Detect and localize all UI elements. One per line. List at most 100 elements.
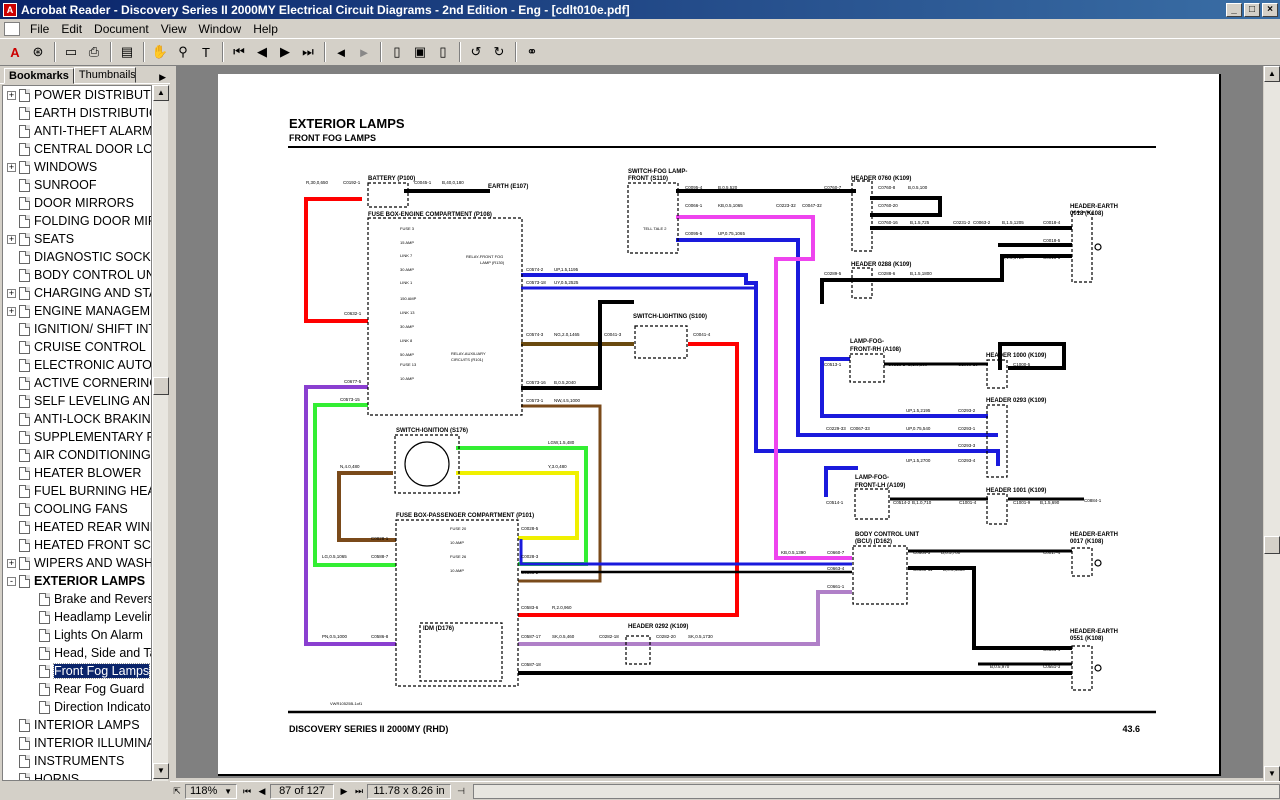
- maximize-button[interactable]: □: [1244, 2, 1260, 17]
- horizontal-scrollbar[interactable]: [473, 783, 1280, 799]
- bookmark-item[interactable]: +WINDOWS: [7, 158, 97, 176]
- expand-icon[interactable]: +: [7, 305, 16, 316]
- doc-scroll-down-button[interactable]: ▼: [1264, 766, 1280, 782]
- document-vertical-scrollbar[interactable]: ▲ ▼: [1264, 66, 1280, 782]
- bookmark-item[interactable]: ELECTRONIC AUTOMATIC: [7, 356, 151, 374]
- bookmark-item[interactable]: Direction Indicators: [27, 698, 151, 716]
- bookmark-item[interactable]: CENTRAL DOOR LOCKING: [7, 140, 151, 158]
- bookmark-item[interactable]: +SEATS: [7, 230, 74, 248]
- expand-icon[interactable]: +: [7, 233, 16, 244]
- menu-view[interactable]: View: [160, 21, 187, 36]
- acrobat-logo-icon[interactable]: A: [10, 44, 20, 60]
- bookmark-item[interactable]: INTERIOR ILLUMINATION: [7, 734, 151, 752]
- bookmarks-scrollbar[interactable]: ▲ ▼: [152, 85, 169, 781]
- bookmark-item[interactable]: HEATED REAR WINDOW: [7, 518, 151, 536]
- bookmark-item[interactable]: DOOR MIRRORS: [7, 194, 134, 212]
- doc-scroll-up-button[interactable]: ▲: [1264, 66, 1280, 82]
- zoom-level-field[interactable]: 118% ▼: [185, 783, 237, 799]
- bookmark-item[interactable]: Lights On Alarm: [27, 626, 143, 644]
- page-size-icon[interactable]: ⇱: [173, 785, 181, 796]
- show-navigation-pane-icon[interactable]: ▤: [120, 44, 134, 59]
- bookmark-item[interactable]: -EXTERIOR LAMPS: [7, 572, 145, 590]
- page-number-field[interactable]: 87 of 127: [270, 783, 334, 799]
- expand-icon[interactable]: +: [7, 161, 16, 172]
- previous-page-icon[interactable]: ◀: [257, 44, 267, 59]
- bookmark-item[interactable]: DIAGNOSTIC SOCKET: [7, 248, 151, 266]
- label-header-earth-0551-b: 0551 (K108): [1070, 636, 1103, 642]
- bookmark-item[interactable]: AIR CONDITIONING: [7, 446, 151, 464]
- bookmark-item[interactable]: SELF LEVELING AND: [7, 392, 151, 410]
- bookmark-item[interactable]: Front Fog Lamps: [27, 662, 151, 680]
- expand-icon[interactable]: +: [7, 287, 16, 298]
- zoom-tool-icon[interactable]: ⚲: [178, 44, 188, 59]
- print-icon[interactable]: ⎙: [88, 44, 100, 59]
- actual-size-icon[interactable]: ▯: [393, 44, 401, 59]
- bookmark-item[interactable]: IGNITION/ SHIFT INTERLOCK: [7, 320, 151, 338]
- bookmark-item[interactable]: +CHARGING AND STARTING: [7, 284, 151, 302]
- last-page-nav-icon[interactable]: ⏭: [354, 785, 364, 796]
- split-icon[interactable]: ⊣: [457, 785, 465, 796]
- bookmark-item[interactable]: HORNS: [7, 770, 79, 780]
- bookmark-item[interactable]: FUEL BURNING HEATER: [7, 482, 151, 500]
- bookmark-item[interactable]: SUPPLEMENTARY RESTRAINT: [7, 428, 151, 446]
- acrobat-app-icon[interactable]: A: [3, 2, 17, 17]
- next-page-nav-icon[interactable]: ▶: [340, 785, 348, 796]
- bookmark-item[interactable]: ANTI-THEFT ALARM: [7, 122, 151, 140]
- first-page-nav-icon[interactable]: ⏮: [242, 785, 252, 796]
- pane-menu-icon[interactable]: ▶: [159, 72, 166, 82]
- previous-page-nav-icon[interactable]: ◀: [258, 785, 266, 796]
- web-icon[interactable]: ⊛: [32, 44, 44, 59]
- bookmark-item[interactable]: INTERIOR LAMPS: [7, 716, 140, 734]
- scroll-down-button[interactable]: ▼: [153, 763, 169, 779]
- bookmark-item[interactable]: Rear Fog Guard: [27, 680, 144, 698]
- fit-width-icon[interactable]: ▯: [439, 44, 447, 59]
- minimize-button[interactable]: _: [1226, 2, 1242, 17]
- menu-help[interactable]: Help: [253, 21, 278, 36]
- open-folder-icon[interactable]: ▭: [64, 44, 78, 59]
- bookmark-item[interactable]: HEATED FRONT SCREEN: [7, 536, 151, 554]
- bookmark-item[interactable]: ANTI-LOCK BRAKING: [7, 410, 151, 428]
- chevron-down-icon[interactable]: ▼: [224, 786, 232, 796]
- tab-bookmarks[interactable]: Bookmarks: [4, 68, 74, 84]
- tab-thumbnails[interactable]: Thumbnails: [73, 67, 136, 83]
- text-select-tool-icon[interactable]: T: [202, 44, 210, 60]
- bookmark-item[interactable]: Brake and Reverse: [27, 590, 151, 608]
- go-forward-icon[interactable]: ►: [357, 44, 371, 60]
- bookmark-item[interactable]: BODY CONTROL UNIT: [7, 266, 151, 284]
- rotate-left-icon[interactable]: ↺: [470, 44, 482, 59]
- menu-file[interactable]: File: [30, 21, 50, 36]
- close-button[interactable]: ×: [1262, 2, 1278, 17]
- menu-document[interactable]: Document: [94, 21, 149, 36]
- bookmark-item[interactable]: +WIPERS AND WASHERS: [7, 554, 151, 572]
- expand-icon[interactable]: +: [7, 557, 16, 568]
- find-binoculars-icon[interactable]: ⚭: [526, 44, 538, 59]
- bookmark-item[interactable]: INSTRUMENTS: [7, 752, 124, 770]
- scroll-up-button[interactable]: ▲: [153, 85, 169, 101]
- bookmark-item[interactable]: CRUISE CONTROL: [7, 338, 146, 356]
- bookmark-item[interactable]: SUNROOF: [7, 176, 97, 194]
- bookmark-item[interactable]: ACTIVE CORNERING: [7, 374, 151, 392]
- bookmark-item[interactable]: EARTH DISTRIBUTION: [7, 104, 151, 122]
- bookmark-item[interactable]: HEATER BLOWER: [7, 464, 141, 482]
- hand-tool-icon[interactable]: ✋: [151, 44, 169, 59]
- last-page-icon[interactable]: ⏭: [302, 44, 314, 59]
- rotate-right-icon[interactable]: ↻: [493, 44, 505, 59]
- expand-icon[interactable]: +: [7, 89, 16, 100]
- menu-edit[interactable]: Edit: [61, 21, 83, 36]
- menu-window[interactable]: Window: [198, 21, 242, 36]
- next-page-icon[interactable]: ▶: [280, 44, 290, 59]
- scroll-thumb[interactable]: [153, 377, 169, 395]
- bookmark-item[interactable]: +POWER DISTRIBUTION: [7, 86, 151, 104]
- doc-scroll-thumb[interactable]: [1264, 536, 1280, 554]
- document-menu-icon[interactable]: [4, 21, 20, 36]
- first-page-icon[interactable]: ⏮: [233, 44, 245, 59]
- bookmark-item[interactable]: COOLING FANS: [7, 500, 128, 518]
- bookmark-item[interactable]: Head, Side and Tail: [27, 644, 151, 662]
- go-back-icon[interactable]: ◄: [334, 44, 348, 60]
- bookmark-item[interactable]: FOLDING DOOR MIRRORS: [7, 212, 151, 230]
- fit-page-icon[interactable]: ▣: [413, 44, 427, 59]
- bookmark-item[interactable]: +ENGINE MANAGEMENT: [7, 302, 151, 320]
- bookmark-item[interactable]: Headlamp Leveling: [27, 608, 151, 626]
- collapse-icon[interactable]: -: [7, 576, 16, 586]
